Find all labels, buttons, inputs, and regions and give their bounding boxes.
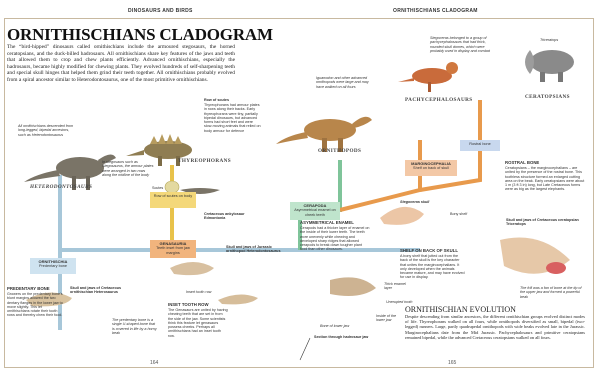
note-insert-tooth: Insert tooth row xyxy=(186,290,211,294)
skull-hetero-caption: Skull and jaws of Cretaceous ornithischi… xyxy=(70,286,140,295)
predentary-heading: PREDENTARY BONE xyxy=(7,286,50,291)
note-bony-shelf: Bony shelf xyxy=(450,212,467,216)
note-thick-enamel: Thick enamel layer xyxy=(384,282,412,291)
box-ornithischia-text: Predentary bone xyxy=(39,264,67,268)
inset-heading: INSET TOOTH ROW xyxy=(168,302,209,307)
box-ornithischia: ORNITHISCHIA Predentary bone xyxy=(30,258,76,274)
box-genasauria-text: Teeth inset from jaw margins xyxy=(156,246,190,254)
note-pachy: Stegoceras belonged to a group of pachyc… xyxy=(430,36,492,53)
skull-cera-caption: Skull and jaws of Cretaceous ceratopsian… xyxy=(506,218,586,227)
note-predentary-tooth: The predentary bone is a single U-shaped… xyxy=(112,318,158,335)
stegoceras-illustration xyxy=(398,62,458,92)
note-triceratops: Triceratops xyxy=(540,38,558,42)
evolution-heading: Ornithischian evolution xyxy=(405,305,516,314)
inset-text: The Genasaurs are united by having chewi… xyxy=(168,308,228,338)
asym-heading: ASYMMETRICAL ENAMEL xyxy=(300,220,354,225)
clade-heterodontosaurs: Heterodontosaurs xyxy=(30,184,92,190)
box-cerapoda-text: Asymmetrical enamel on cheek teeth xyxy=(294,208,336,216)
box-marginocephalia-text: Shelf on back of skull xyxy=(413,166,449,170)
note-inside-lower: Inside of the lower jaw xyxy=(376,314,402,323)
note-iguanodon: Iguanodon and other advanced ornithopods… xyxy=(316,76,372,89)
note-section: Section through hadrosaur jaw xyxy=(314,335,368,339)
clade-pachycephalosaurs: Pachycephalosaurs xyxy=(405,97,473,103)
note-scutes: Thyreophorans had armour plates in rows … xyxy=(204,103,262,133)
page-number-left: 164 xyxy=(150,360,158,366)
note-bone-lower: Bone of lower jaw xyxy=(320,324,349,328)
clade-ornithopods: Ornithopods xyxy=(318,148,361,154)
note-scutes-label: Scutes xyxy=(152,186,163,190)
predentary-text: Growers on the predentary bone's blunt m… xyxy=(7,292,65,318)
clade-thyreophorans: Thyreophorans xyxy=(178,158,231,164)
box-thyreophora: Row of scutes on body xyxy=(150,192,196,208)
asym-text: Cerapods had a thicker layer of enamel o… xyxy=(300,226,370,252)
shelf-heading: SHELF ON BACK OF SKULL xyxy=(400,248,458,253)
note-scutes-head: Row of scutes xyxy=(204,98,259,102)
triceratops-illustration xyxy=(525,50,574,82)
page-number-right: 165 xyxy=(448,360,456,366)
clade-ceratopsians: Ceratopsians xyxy=(525,94,570,100)
rostral-text: Ceratopsians – the marginocephalians – a… xyxy=(505,166,585,192)
box-thyreophora-text: Row of scutes on body xyxy=(154,194,192,198)
box-neoceratopsia-text: Rostral bone xyxy=(469,142,491,146)
note-unerupted: Unerupted tooth xyxy=(386,300,412,304)
iguanodon-illustration xyxy=(276,117,372,152)
note-stego: In stegosaurs such as Stegosaurus, the a… xyxy=(102,160,154,177)
note-hetero: All ornithischians descended from long-l… xyxy=(18,124,76,137)
note-frill: The frill was a fan of bone at the tip o… xyxy=(520,286,584,299)
box-genasauria: GENASAURIA Teeth inset from jaw margins xyxy=(150,240,196,258)
box-cerapoda: CERAPODA Asymmetrical enamel on cheek te… xyxy=(290,202,340,220)
rostral-heading: ROSTRAL BONE xyxy=(505,160,539,165)
evolution-text: Despite descending from similar ancestor… xyxy=(405,314,585,340)
skull-jurassic-caption: Skull and jaws of Jurassic ornithopod He… xyxy=(226,245,290,254)
box-marginocephalia: MARGINOCEPHALIA Shelf on back of skull xyxy=(405,160,457,176)
note-cretaceous: Cretaceous ankylosaur Edmontonia xyxy=(204,212,252,221)
box-neoceratopsia: Rostral bone xyxy=(460,140,500,151)
note-stegoskull: Stegoceras skull xyxy=(400,200,429,204)
shelf-text: A bony shelf that jutted out from the ba… xyxy=(400,254,466,280)
